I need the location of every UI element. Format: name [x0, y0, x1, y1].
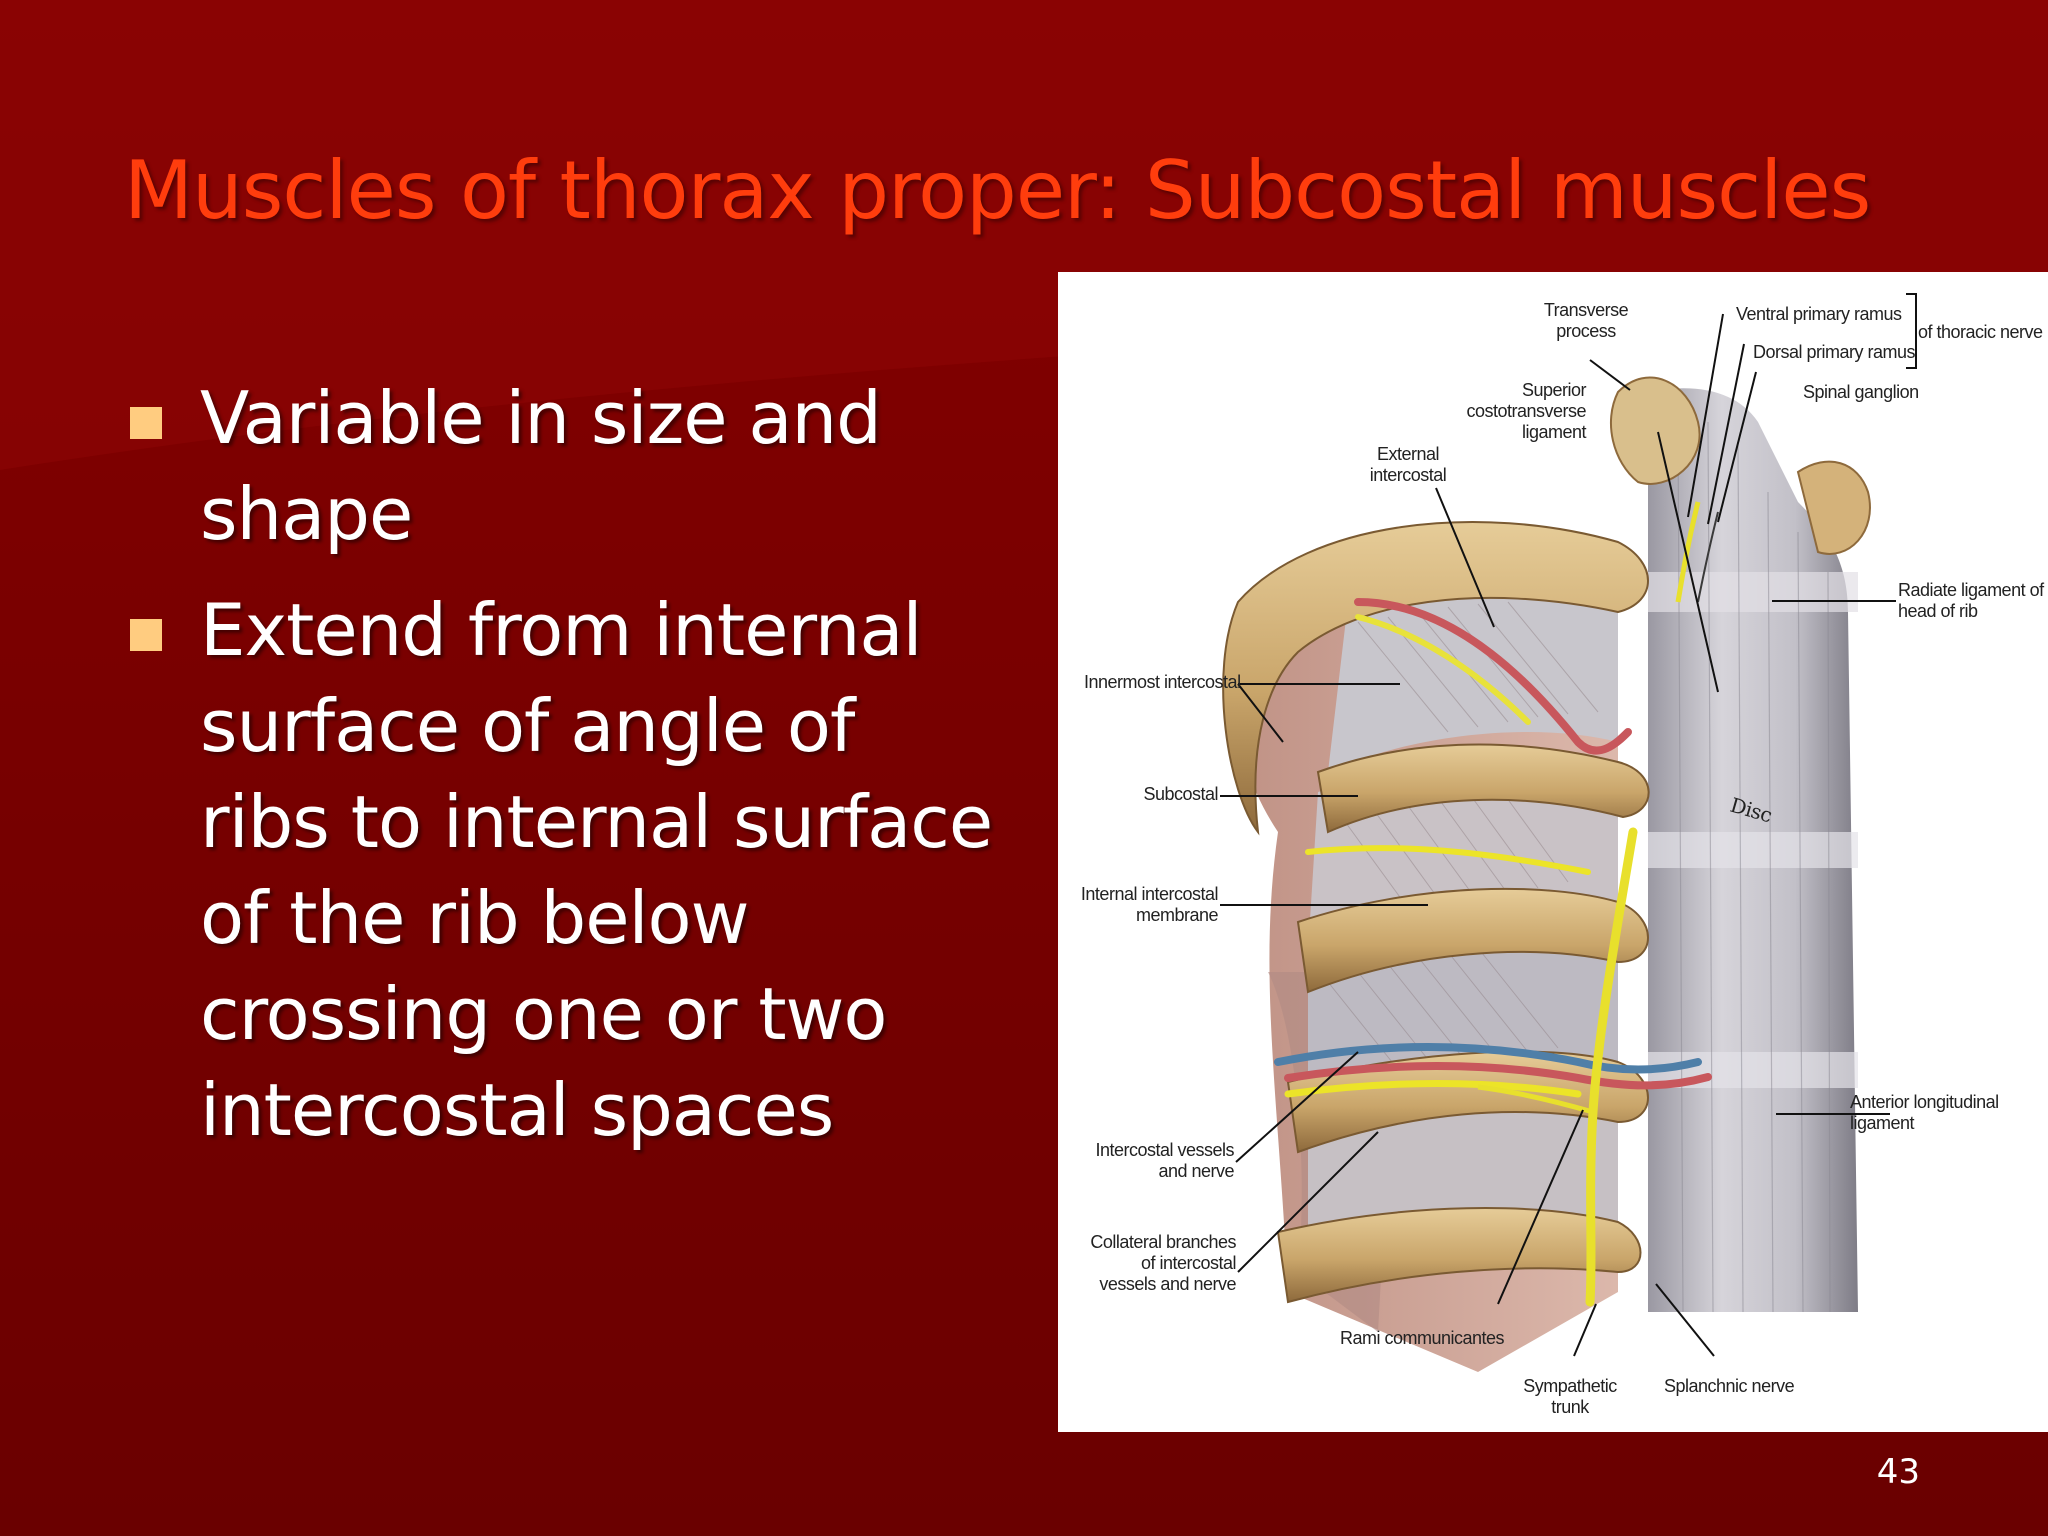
square-bullet-icon [130, 407, 162, 439]
label-splanchnic-nerve: Splanchnic nerve [1664, 1376, 1795, 1396]
label-ventral-primary-ramus: Ventral primary ramus [1736, 304, 1902, 324]
label-rami-communicantes: Rami communicantes [1340, 1328, 1505, 1348]
bullet-item: Variable in size and shape [124, 370, 1004, 562]
label-subcostal: Subcostal [1143, 784, 1218, 804]
label-superior-costotransverse-ligament: Superior costotransverse ligament [1466, 380, 1586, 442]
bullet-list: Variable in size and shape Extend from i… [124, 370, 1004, 1178]
label-collateral-branches: Collateral branches of intercostal vesse… [1090, 1232, 1236, 1294]
label-transverse-process: Transverse process [1543, 300, 1629, 341]
label-spinal-ganglion: Spinal ganglion [1803, 382, 1919, 402]
thoracic-wall-drawing [1220, 293, 1917, 1372]
bullet-item: Extend from internal surface of angle of… [124, 582, 1004, 1158]
slide-title: Muscles of thorax proper: Subcostal musc… [124, 144, 1871, 237]
label-anterior-longitudinal-ligament: Anterior longitudinal ligament [1850, 1092, 1999, 1133]
label-radiate-ligament: Radiate ligament of head of rib [1898, 580, 2044, 621]
label-innermost-intercostal: Innermost intercostal [1084, 672, 1241, 692]
label-sympathetic-trunk: Sympathetic trunk [1523, 1376, 1617, 1417]
page-number: 43 [1876, 1452, 1920, 1492]
label-of-thoracic-nerve: of thoracic nerve [1918, 322, 2043, 342]
label-internal-intercostal-membrane: Internal intercostal membrane [1080, 884, 1219, 925]
bullet-text: Variable in size and shape [200, 376, 882, 556]
anatomy-illustration: Transverse process Ventral primary ramus… [1058, 272, 2048, 1432]
square-bullet-icon [130, 619, 162, 651]
label-dorsal-primary-ramus: Dorsal primary ramus [1753, 342, 1916, 362]
bullet-text: Extend from internal surface of angle of… [200, 588, 993, 1152]
label-intercostal-vessels-and-nerve: Intercostal vessels and nerve [1095, 1140, 1234, 1181]
label-external-intercostal: External intercostal [1369, 444, 1447, 485]
